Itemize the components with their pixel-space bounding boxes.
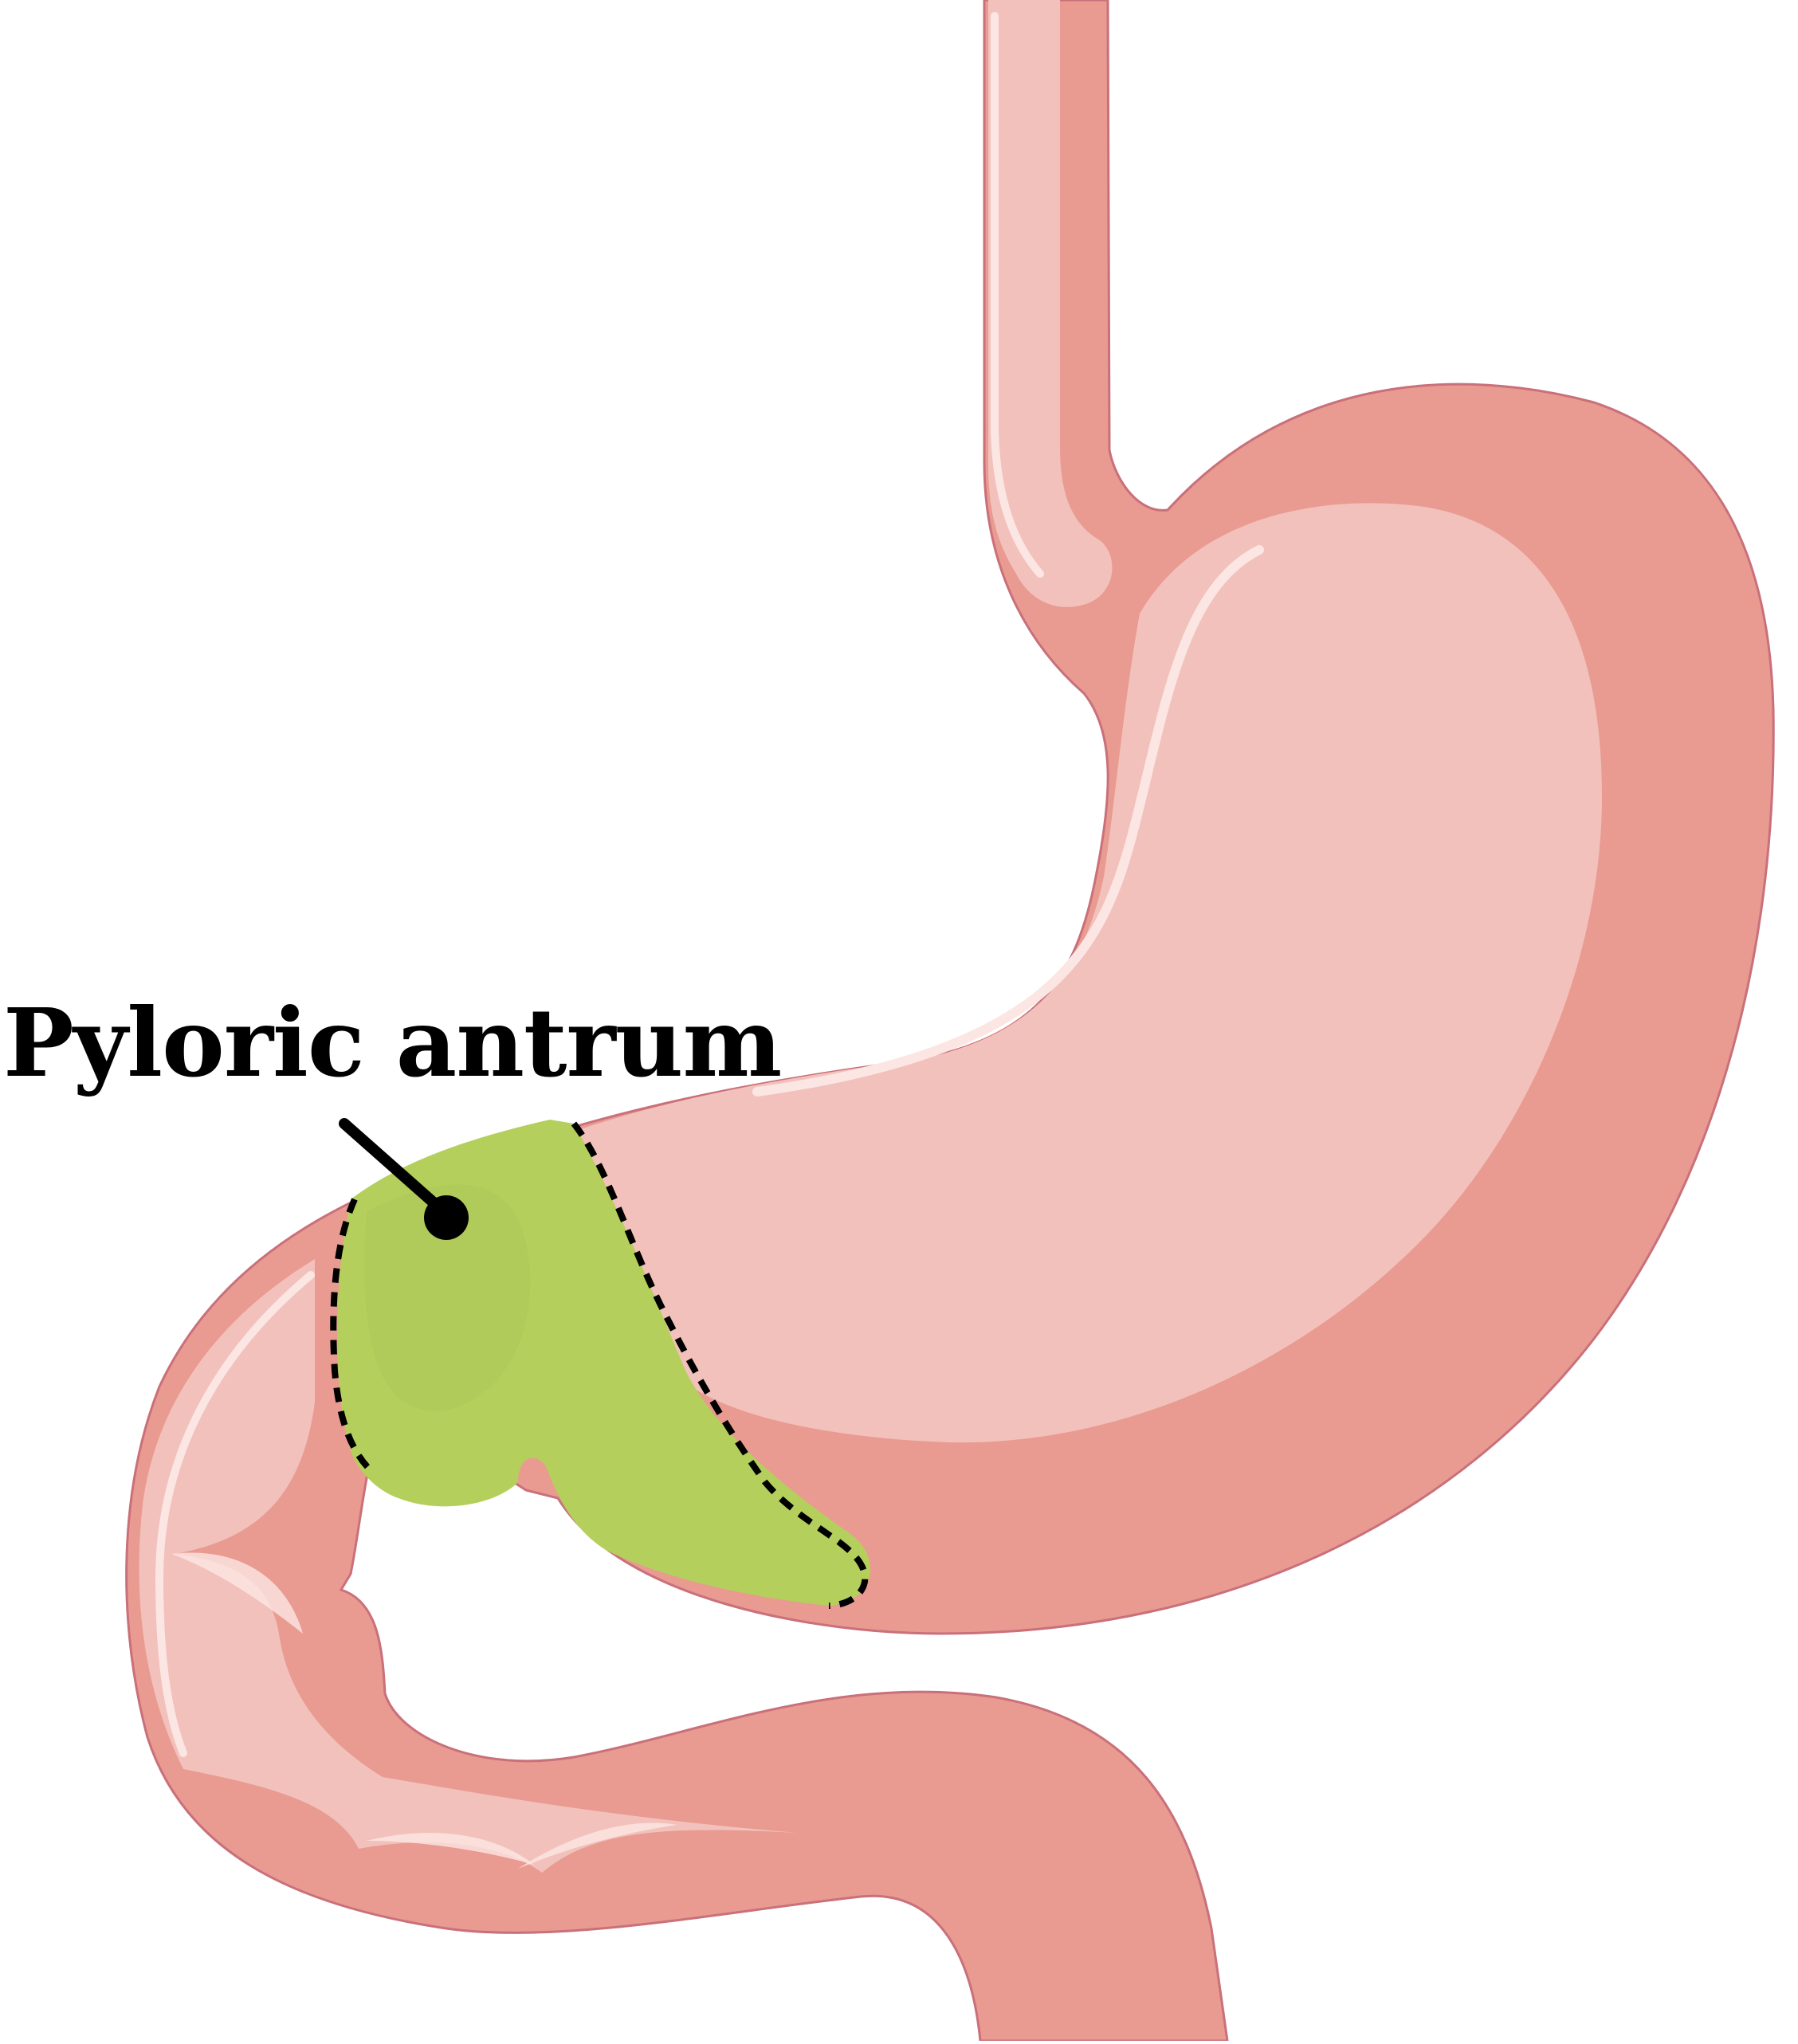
pyloric-antrum-label: Pyloric antrum (3, 987, 782, 1098)
duodenum-highlight (155, 1271, 315, 1757)
duodenum-inner (139, 1259, 797, 1873)
duodenum-fold-3 (518, 1822, 677, 1869)
duodenum-fold-2 (367, 1833, 534, 1865)
esophagus-highlight (991, 12, 1044, 578)
lesser-curvature-highlight (752, 545, 1264, 1097)
filled-circle-marker-icon (424, 1195, 469, 1240)
antrum-left-boundary (330, 1198, 373, 1473)
pyloric-antrum-shade (364, 1184, 531, 1411)
leader-line (339, 1118, 440, 1209)
duodenum-fold-1 (171, 1552, 303, 1634)
esophagus-inner (988, 0, 1113, 607)
antrum-right-boundary (571, 1121, 869, 1609)
stomach-inner-body (574, 503, 1602, 1443)
